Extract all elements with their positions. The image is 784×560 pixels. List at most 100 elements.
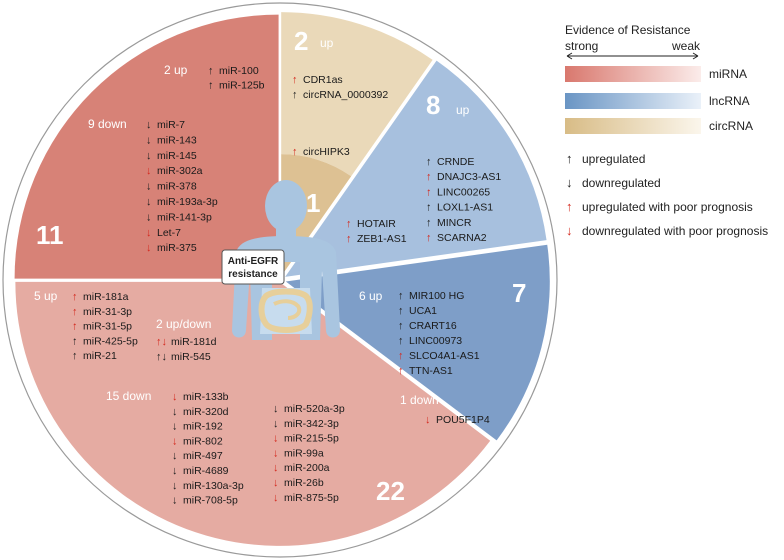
center-label-line1: Anti-EGFR [228,256,279,267]
mirna-strong-down-item-name: miR-7 [157,119,185,131]
lnc-weak-item-name: DNAJC3-AS1 [437,171,501,183]
lnc-strong-up-item-name: UCA1 [409,305,437,317]
circ-weak-item-name: CDR1as [303,74,343,86]
legend-symbol-up-poor-label: upregulated with poor prognosis [582,200,753,214]
mirna-weak-up-item-arrow: ↑ [72,291,78,303]
lnc-weak-left-item-arrow: ↑ [346,233,352,245]
lnc-weak-item-arrow: ↑ [426,217,432,229]
total-circ-strong: 1 [306,188,320,218]
mirna-weak-up-item-name: miR-181a [83,291,129,303]
mirna-weak-down-item-arrow: ↓ [172,465,178,477]
mirna-weak-down-item-col2-arrow: ↓ [273,418,279,430]
center-label-box [221,249,285,285]
mirna-weak-down-item-name: miR-133b [183,391,229,403]
mirna-weak-up-item-arrow: ↑ [72,306,78,318]
lnc-weak-item-arrow: ↑ [426,171,432,183]
total-mirna-weak: 22 [376,476,405,506]
lnc-strong-up-item-name: SLCO4A1-AS1 [409,350,480,362]
mirna-strong-down-item-name: miR-375 [157,242,197,254]
lnc-weak-item-arrow: ↑ [426,202,432,214]
sector-lnc-weak [285,60,547,277]
mirna-strong-down-item-arrow: ↓ [146,165,152,177]
mirna-strong-down-item-arrow: ↓ [146,134,152,146]
circ-weak-item-arrow: ↑ [292,74,298,86]
mirna-strong-down-item-arrow: ↓ [146,181,152,193]
rna-item-lists: ↑CDR1as↑circRNA_0000392↑circHIPK3↑CRNDE↑… [72,65,501,507]
mirna-strong-down-item-arrow: ↓ [146,242,152,254]
lnc-strong-up-item-name: LINC00973 [409,335,462,347]
mirna-weak-down-label: 15 down [106,389,151,403]
legend-label-lncrna: lncRNA [709,94,750,108]
mirna-strong-up-label: 2 up [164,63,188,77]
mirna-weak-down-item-name: miR-130a-3p [183,480,244,492]
lnc-strong-up-item-arrow: ↑ [398,335,404,347]
total-mirna-strong: 11 [36,220,64,250]
legend-symbol-down-poor-label: downregulated with poor prognosis [582,224,768,238]
mirna-strong-down-item-name: miR-143 [157,134,197,146]
mirna-weak-down-item-arrow: ↓ [172,495,178,507]
lnc-strong-up-item-arrow: ↑ [398,290,404,302]
mirna-weak-down-item-arrow: ↓ [172,450,178,462]
circ-strong-item-name: circHIPK3 [303,146,350,158]
mirna-strong-up-item-arrow: ↑ [208,80,214,92]
mirna-weak-down-item-col2-arrow: ↓ [273,462,279,474]
mirna-weak-up-item-name: miR-21 [83,350,117,362]
mirna-weak-down-item-arrow: ↓ [172,480,178,492]
lnc-weak-left-item-arrow: ↑ [346,218,352,230]
mirna-strong-up-item-name: miR-125b [219,80,265,92]
mirna-weak-down-item-col2-arrow: ↓ [273,477,279,489]
mirna-weak-down-item-name: miR-192 [183,421,223,433]
sector-mirna-weak [15,281,491,546]
mirna-weak-down-item-col2-name: miR-26b [284,477,324,489]
lnc-strong-up-item-name: CRART16 [409,320,457,332]
lnc-weak-item-arrow: ↑ [426,186,432,198]
legend-symbol-up-poor-arrow: ↑ [566,199,573,214]
legend-swatch-circrna [565,118,701,134]
mirna-strong-down-item-arrow: ↓ [146,150,152,162]
circ-weak-item-name: circRNA_0000392 [303,89,388,101]
lnc-weak-item-name: SCARNA2 [437,232,487,244]
mirna-strong-down-label: 9 down [88,117,127,131]
mirna-weak-down-item-col2-name: miR-342-3p [284,418,339,430]
lnc-strong-down-item-arrow: ↓ [425,414,431,426]
mirna-strong-up-item-name: miR-100 [219,65,259,77]
legend-symbol-down-poor-arrow: ↓ [566,223,573,238]
mirna-weak-down-item-arrow: ↓ [172,391,178,403]
mirna-weak-updown-item-name: miR-545 [171,351,211,363]
lnc-weak-item-arrow: ↑ [426,156,432,168]
lnc-strong-down-item-name: POU5F1P4 [436,414,490,426]
legend-symbol-up-arrow: ↑ [566,151,573,166]
lnc-strong-up-item-arrow: ↑ [398,305,404,317]
mirna-weak-down-item-name: miR-708-5p [183,495,238,507]
legend-strong-label: strong [565,39,598,53]
mirna-weak-up-item-name: miR-425-5p [83,335,138,347]
mirna-weak-updown-item-arrow: ↑↓ [156,351,167,363]
lnc-strong-up-item-name: MIR100 HG [409,290,464,302]
mirna-strong-down-item-name: miR-145 [157,150,197,162]
lnc-weak-left-item-name: ZEB1-AS1 [357,233,407,245]
mirna-weak-down-item-col2-arrow: ↓ [273,492,279,504]
lnc-strong-up-item-arrow: ↑ [398,350,404,362]
mirna-strong-down-item-name: miR-141-3p [157,211,212,223]
mirna-strong-down-item-arrow: ↓ [146,227,152,239]
legend-symbol-down-label: downregulated [582,176,661,190]
legend-swatch-mirna [565,66,701,82]
lnc-strong-up-item-arrow: ↑ [398,365,404,377]
center-label-line2: resistance [228,269,278,280]
mirna-strong-down-item-name: Let-7 [157,227,181,239]
lnc-weak-item-name: LOXL1-AS1 [437,202,493,214]
mirna-weak-down-item-col2-name: miR-200a [284,462,330,474]
mirna-weak-down-item-col2-arrow: ↓ [273,433,279,445]
mirna-weak-down-item-col2-name: miR-875-5p [284,492,339,504]
lnc-weak-item-name: MINCR [437,217,472,229]
mirna-weak-up-label: 5 up [34,289,58,303]
mirna-weak-down-item-col2-name: miR-215-5p [284,433,339,445]
lnc-weak-item-name: LINC00265 [437,186,490,198]
legend: Evidence of Resistance strong weak miRNA… [565,23,768,238]
mirna-weak-up-item-name: miR-31-3p [83,306,132,318]
mirna-weak-updown-item-name: miR-181d [171,336,217,348]
mirna-weak-down-item-col2-arrow: ↓ [273,447,279,459]
mirna-strong-down-item-name: miR-302a [157,165,203,177]
circ-weak-item-arrow: ↑ [292,89,298,101]
